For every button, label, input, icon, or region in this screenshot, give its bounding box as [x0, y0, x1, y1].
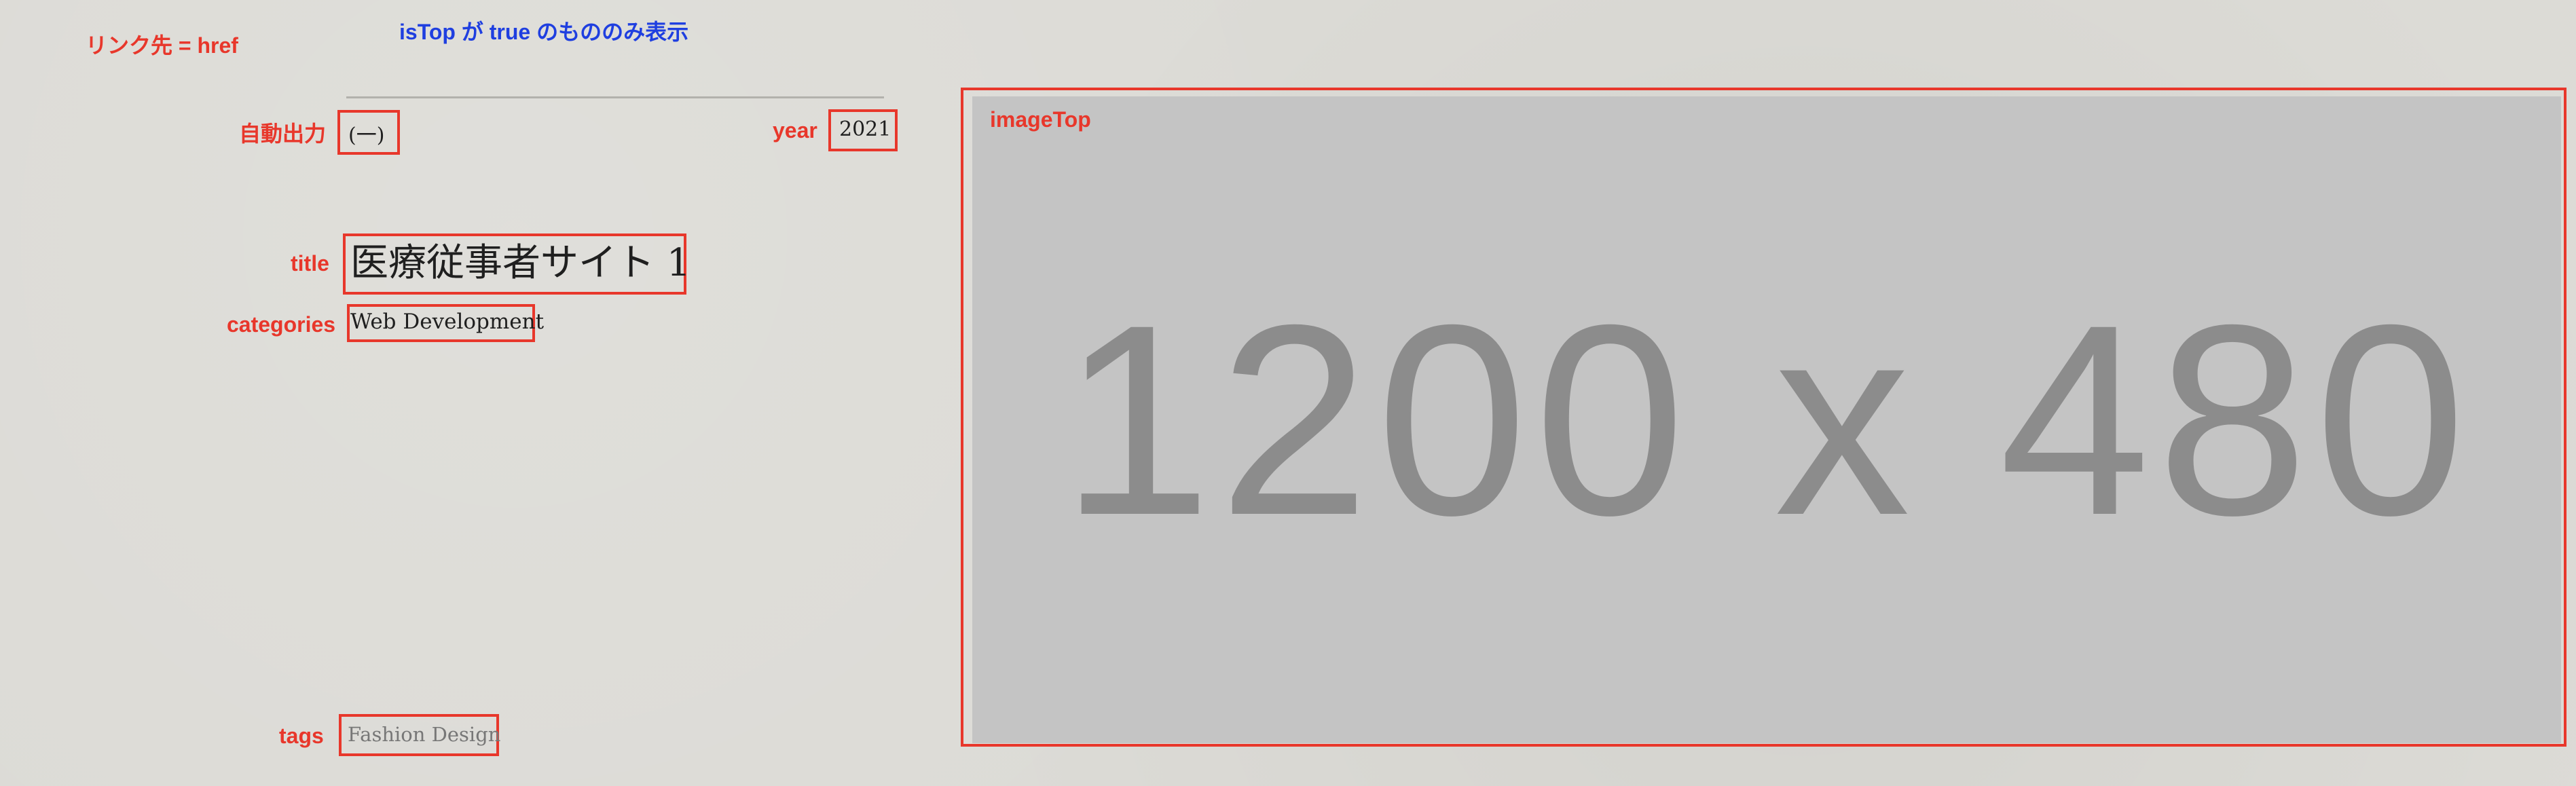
project-title[interactable]: 医療従事者サイト 1	[350, 241, 691, 285]
image-top-placeholder: 1200 x 480	[972, 96, 2561, 743]
annotation-title: title	[291, 251, 329, 276]
category-label: Web Development	[350, 310, 545, 334]
annotation-categories: categories	[227, 312, 336, 337]
annotation-tags: tags	[279, 724, 324, 748]
title-highlight-box	[343, 233, 686, 295]
tag-highlight-box	[339, 714, 499, 756]
index-label: (一)	[348, 124, 385, 147]
index-highlight-box	[337, 110, 400, 155]
tag-label: Fashion Design	[348, 723, 501, 746]
annotation-year: year	[773, 118, 817, 143]
image-placeholder-dimensions: 1200 x 480	[1061, 267, 2473, 572]
year-value: 2021	[839, 117, 891, 141]
year-highlight-box	[828, 109, 898, 151]
annotation-auto-output: 自動出力	[239, 121, 327, 146]
image-top-highlight-box	[961, 88, 2566, 747]
annotation-is-top-note: isTop が true のもののみ表示	[399, 20, 689, 44]
annotation-image-top: imageTop	[990, 107, 1091, 132]
category-highlight-box	[347, 304, 535, 342]
annotation-link-target: リンク先 = href	[86, 33, 238, 58]
top-divider	[346, 96, 884, 98]
